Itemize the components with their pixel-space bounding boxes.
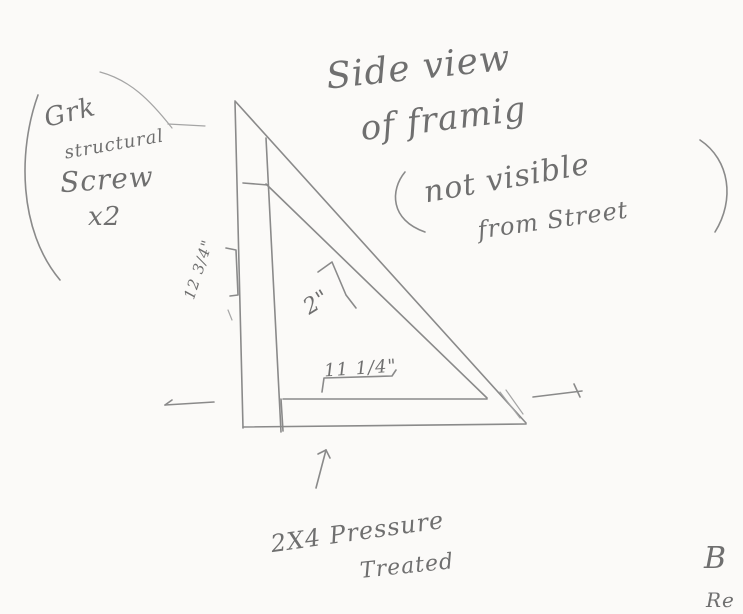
diagonal-dimension-bracket — [317, 261, 357, 309]
bottom-rail — [242, 398, 527, 432]
diagonal-brace — [234, 100, 527, 424]
screw-leader-tick — [167, 123, 206, 127]
visibility-note-close-paren — [699, 139, 728, 233]
visibility-note-open-paren — [394, 171, 426, 233]
vertical-dimension-bracket — [225, 247, 239, 297]
screw-item: Screw — [58, 159, 155, 200]
corner-fragment-1: B — [704, 541, 728, 576]
vertical-post — [234, 101, 282, 433]
screw-leader-line — [99, 71, 173, 129]
bottom-dimension-bracket — [321, 369, 397, 393]
bottom-inner-dimension: 11 1/4" — [323, 355, 398, 382]
corner-fragment-2: Re — [706, 588, 735, 612]
screw-quantity: x2 — [88, 202, 122, 232]
width-arrows — [164, 383, 583, 406]
vertical-dimension-tick — [227, 309, 233, 321]
screw-note-bracket — [24, 94, 61, 281]
lumber-arrow — [315, 449, 331, 489]
